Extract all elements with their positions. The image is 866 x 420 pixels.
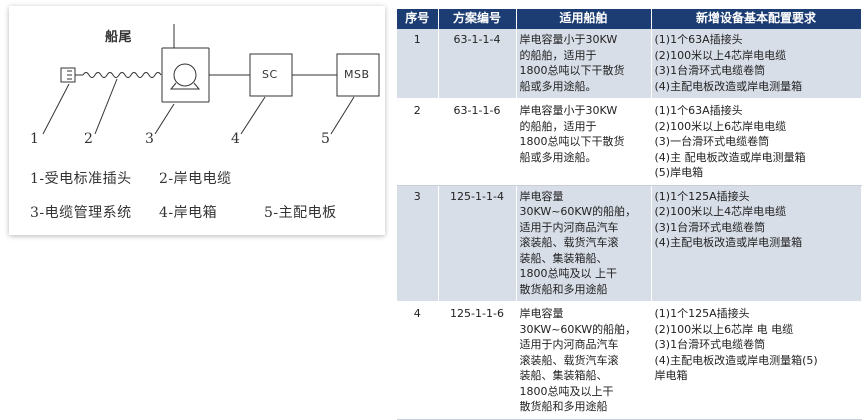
legend-item-plug: 1-受电标准插头 [30,171,132,187]
requirement-line: (1)1个63A插接头 [654,104,743,117]
requirement-line: (3)1台滑环式电缆卷筒 [654,64,766,77]
header-code: 方案编号 [438,9,517,29]
ship-line: 装船、集装箱船、 [519,369,608,382]
cell-code: 125-1-1-4 [438,185,517,303]
cell-no: 3 [397,185,439,303]
ship-line: 装船、集装箱船、 [519,251,608,265]
ship-line: 30KW~60KW的船舶， [519,205,637,218]
ship-line: 1800总吨及以 上干 [519,267,618,280]
cell-requirements: (1)1个125A插接头 (2)100米以上6芯岸 电 电缆 (3)1台滑环式电缆卷… [651,302,862,420]
callout-number: 4 [231,131,241,147]
sc-box-label: SC [262,68,278,81]
callout-number: 3 [145,131,155,147]
requirement-line: (2)100米以上6芯岸 电 电缆 [654,322,794,336]
cell-requirements: (1)1个125A插接头 (2)100米以上4芯岸电电缆 (3)1台滑环式电缆卷筒 (… [651,185,862,303]
legend-item-cable-management: 3-电缆管理系统 [30,205,132,221]
header-requirements: 新增设备基本配置要求 [651,9,862,29]
legend-item-cable: 2-岸电电缆 [159,171,232,187]
cell-ship: 岸电容量小于30KW 的船舶，适用于 1800总吨以下干散货船或多用途船。 [516,99,652,186]
requirement-line: (4)主配电板改造或岸电测量箱 [654,79,803,93]
cell-no: 1 [397,29,439,100]
ship-line: 岸电容量小于30KW [519,104,618,117]
requirement-line: (4)主 配电板改造或岸电测量箱 [654,150,806,164]
callout-number: 2 [84,131,94,147]
legend-item-shore-box: 4-岸电箱 [159,205,218,221]
requirement-line: (2)100米以上4芯岸电电缆 [654,205,787,218]
cell-requirements: (1)1个63A插接头 (2)100米以上6芯岸电电缆 (3)一台滑环式电缆卷筒 (4… [651,99,862,186]
ship-line: 1800总吨以下干散货 [519,64,625,77]
cell-no: 2 [397,99,439,186]
requirement-line: (3)1台滑环式电缆卷筒 [654,220,766,234]
cell-no: 4 [397,302,439,420]
requirement-line: (1)1个125A插接头 [654,307,750,320]
ship-line: 1800总吨及以上干 [519,384,614,398]
cell-requirements: (1)1个63A插接头 (2)100米以上4芯岸电电缆 (3)1台滑环式电缆卷筒 (4… [651,29,862,100]
msb-box-label: MSB [344,68,370,81]
ship-line: 岸电容量 [519,189,564,203]
requirement-line: (5)岸电箱 [654,166,704,179]
ship-line: 适用于内河商品汽车 [519,220,619,234]
requirement-line: (2)100米以上6芯岸电电缆 [654,119,787,133]
stern-label: 船尾 [105,30,133,45]
ship-line: 船或多用途船。 [519,150,597,164]
requirement-line: 岸电箱 [654,369,688,382]
requirement-line: (4)主配电板改造或岸电测量箱(5) [654,353,818,367]
header-no: 序号 [397,9,439,29]
ship-line: 散货船和多用途船 [519,400,608,413]
ship-line: 适用于内河商品汽车 [519,338,619,351]
plug-icon [60,67,83,83]
requirement-line: (1)1个125A插接头 [654,189,750,203]
ship-line: 的船舶，适用于 [519,48,597,62]
cell-code: 125-1-1-6 [438,302,517,420]
legend-item-main-switchboard: 5-主配电板 [264,205,337,221]
callout-number: 5 [321,131,331,147]
ship-line: 的船舶，适用于 [519,119,597,133]
ship-line: 30KW~60KW的船舶， [519,322,637,336]
msb-box [336,53,380,97]
shore-power-diagram [42,24,380,135]
ship-line: 滚装船、载货汽车滚 [519,236,619,249]
cable-coil [82,72,162,78]
ship-line: 滚装船、载货汽车滚 [519,353,619,367]
cable-drum-icon [161,24,250,103]
cell-ship: 岸电容量 30KW~60KW的船舶， 适用于内河商品汽车滚装船、载货汽车滚装船、集装… [516,185,652,303]
requirement-line: (3)一台滑环式电缆卷筒 [654,135,770,148]
cell-ship: 岸电容量小于30KW 的船舶，适用于 1800总吨以下干散货船或多用途船。 [516,29,652,100]
cell-ship: 岸电容量 30KW~60KW的船舶， 适用于内河商品汽车滚装船、载货汽车滚装船、集装… [516,302,652,420]
ship-line: 散货船和多用途船 [519,282,608,296]
requirement-line: (4)主配电板改造或岸电测量箱 [654,236,803,249]
requirement-line: (3)1台滑环式电缆卷筒 [654,338,766,351]
ship-line: 船或多用途船。 [519,79,597,93]
cell-code: 63-1-1-4 [438,29,517,100]
callout-number: 1 [30,131,40,147]
table-header-row: 序号 方案编号 适用船舶 新增设备基本配置要求 [397,9,862,29]
ship-line: 岸电容量 [519,307,564,320]
ship-line: 岸电容量小于30KW [519,33,618,46]
requirement-line: (1)1个63A插接头 [654,33,743,46]
requirement-line: (2)100米以上4芯岸电电缆 [654,48,787,62]
ship-line: 1800总吨以下干散货 [519,135,625,148]
cell-code: 63-1-1-6 [438,99,517,186]
header-ship: 适用船舶 [516,9,652,29]
diagram-card: 船尾 SC MSB 1 2 3 4 5 1-受电标准插头 2-岸电电缆 3-电缆… [9,6,385,235]
